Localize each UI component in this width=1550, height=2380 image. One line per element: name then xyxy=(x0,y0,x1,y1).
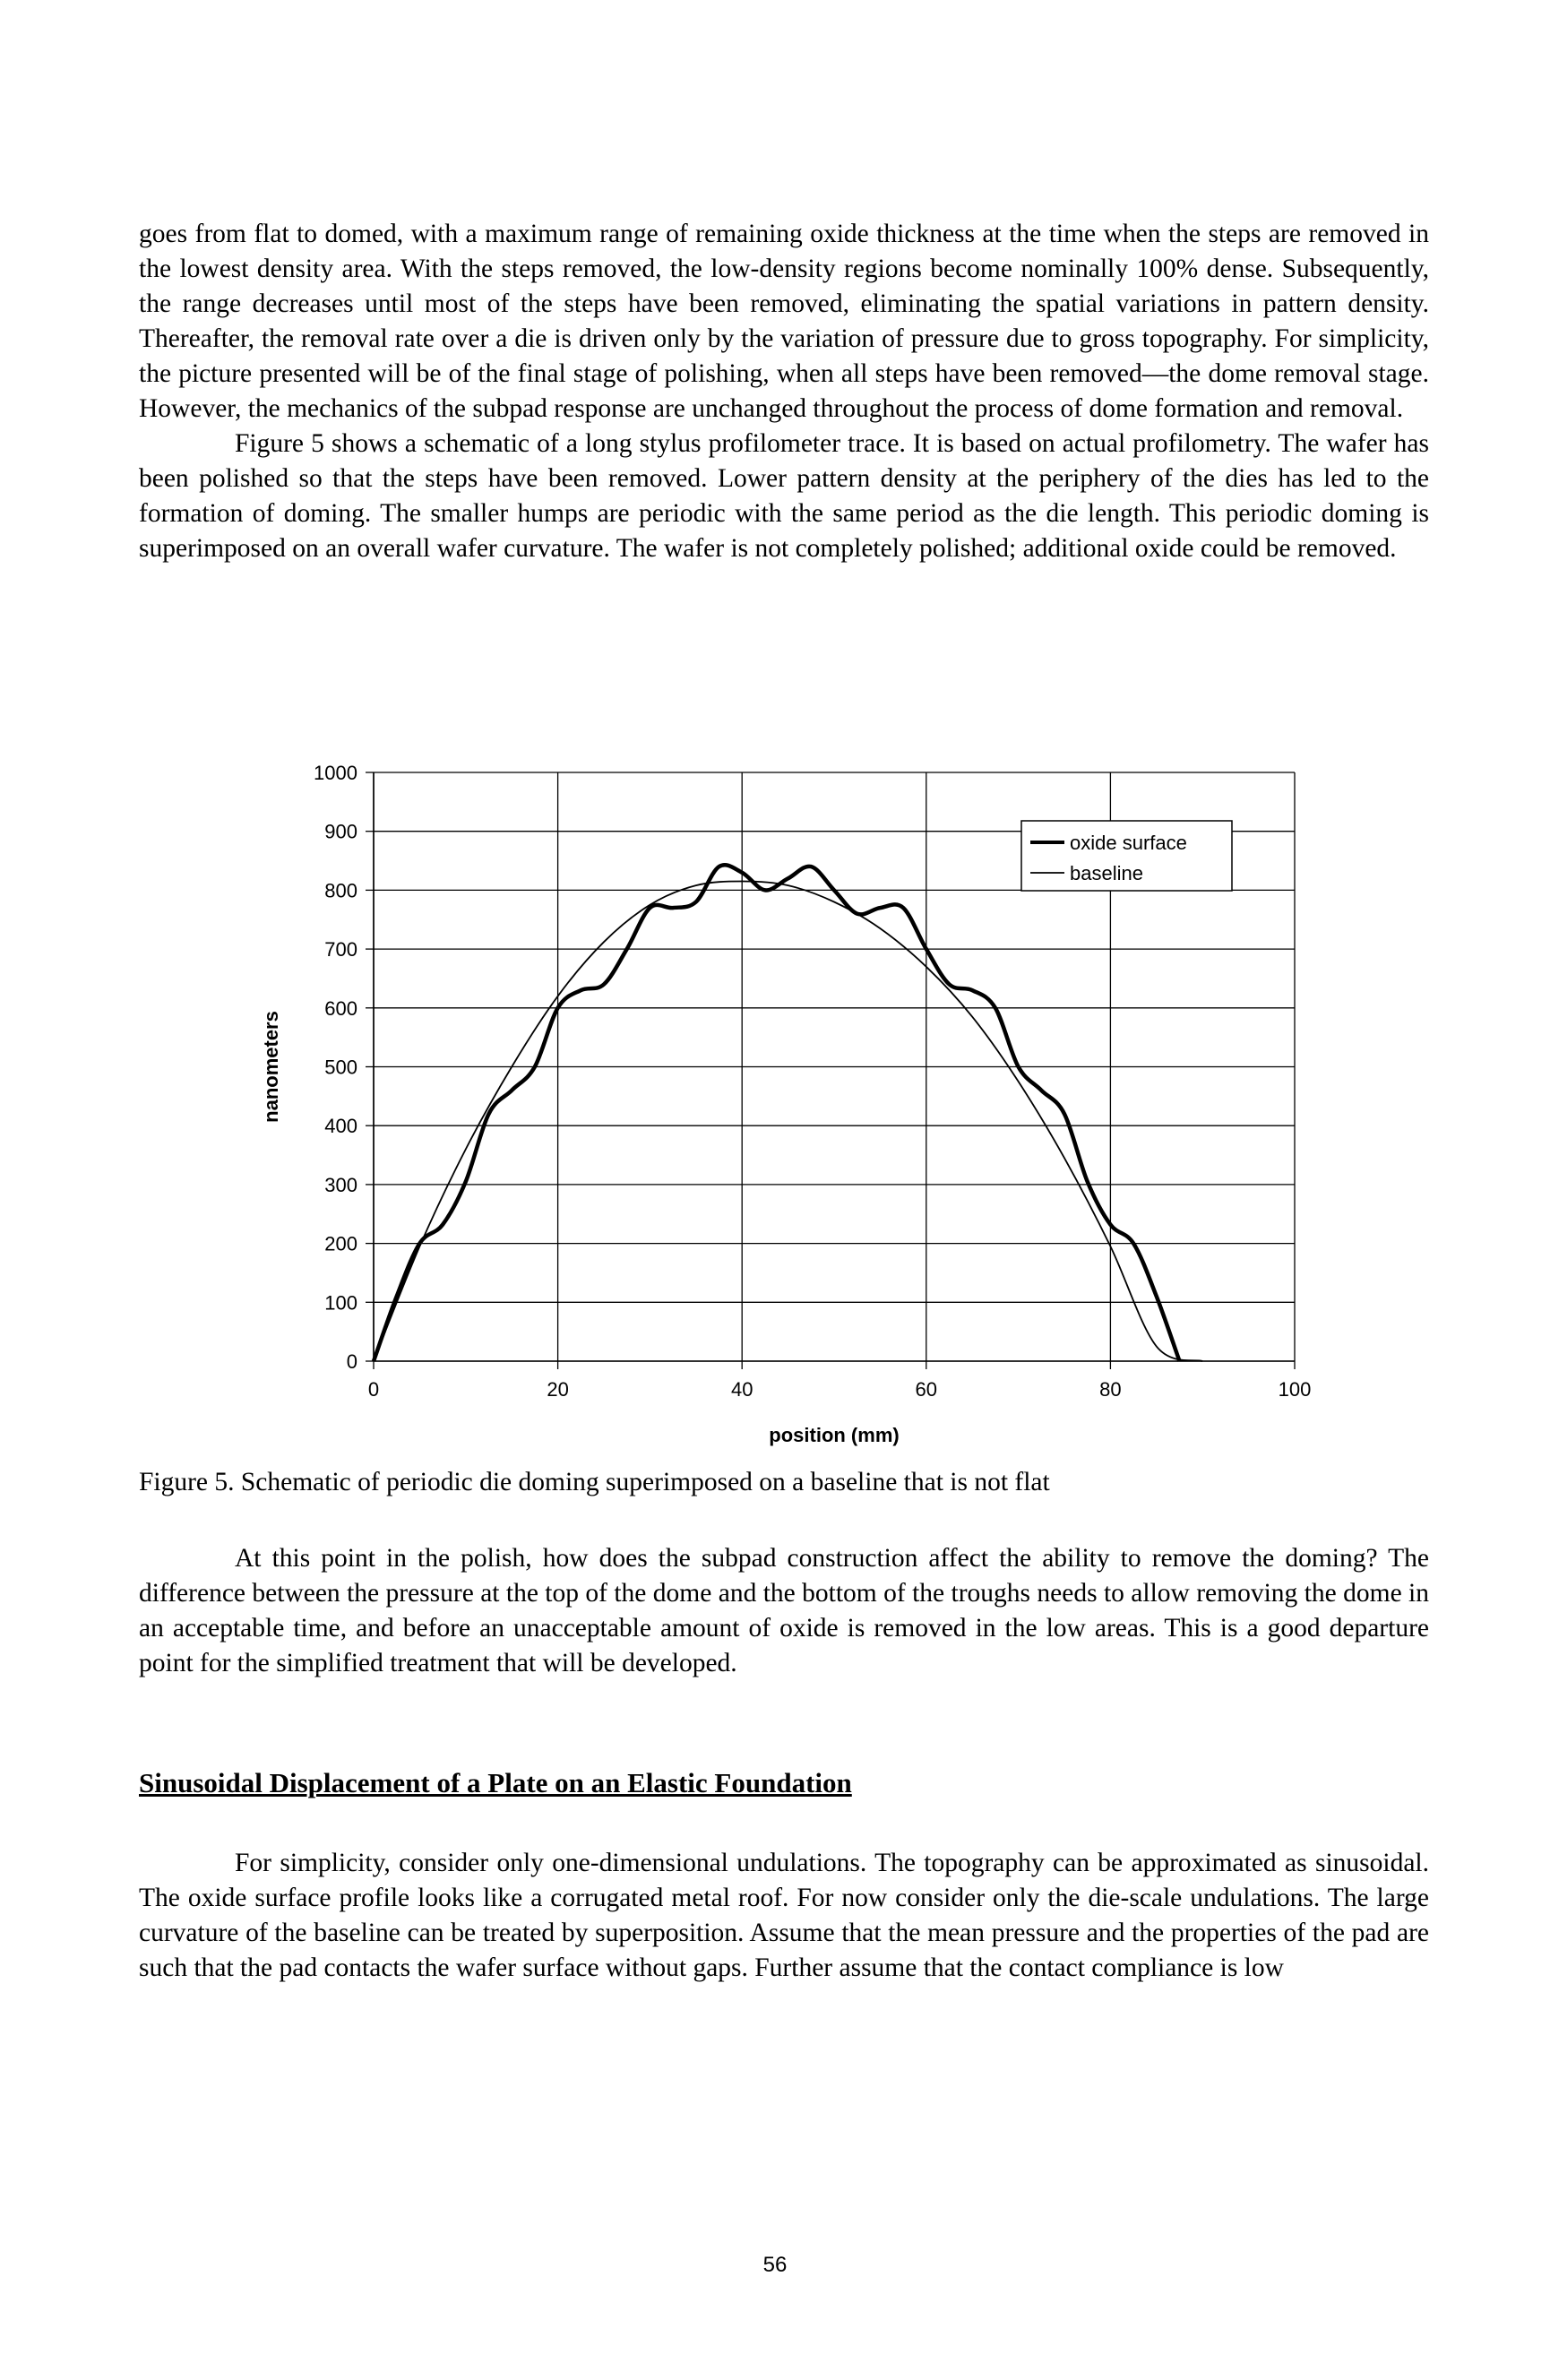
y-tick-label: 800 xyxy=(324,879,357,901)
x-tick-label: 100 xyxy=(1279,1378,1312,1401)
y-tick-label: 600 xyxy=(324,997,357,1020)
section-heading: Sinusoidal Displacement of a Plate on an… xyxy=(139,1767,852,1798)
x-axis-title: position (mm) xyxy=(769,1424,899,1446)
body-text-middle: At this point in the polish, how does th… xyxy=(139,1541,1429,1681)
legend-box xyxy=(1020,820,1233,892)
x-tick-label: 0 xyxy=(368,1378,379,1401)
paragraph-1: goes from flat to domed, with a maximum … xyxy=(139,220,1429,423)
y-tick-label: 700 xyxy=(324,938,357,961)
paragraph-2: Figure 5 shows a schematic of a long sty… xyxy=(139,429,1429,563)
body-text-top: goes from flat to domed, with a maximum … xyxy=(139,217,1429,566)
page-number: 56 xyxy=(762,2253,788,2277)
y-tick-label: 100 xyxy=(324,1291,357,1314)
y-tick-label: 300 xyxy=(324,1174,357,1196)
y-tick-label: 900 xyxy=(324,821,357,843)
y-tick-label: 500 xyxy=(324,1056,357,1079)
x-tick-label: 80 xyxy=(1099,1378,1121,1401)
y-tick-label: 200 xyxy=(324,1233,357,1255)
y-tick-label: 0 xyxy=(347,1350,357,1373)
y-tick-label: 1000 xyxy=(314,762,357,784)
x-tick-label: 40 xyxy=(731,1378,753,1401)
series-line-baseline xyxy=(373,880,1203,1362)
legend-label: oxide surface xyxy=(1070,832,1187,854)
paragraph-4: For simplicity, consider only one-dimens… xyxy=(139,1849,1429,1982)
y-tick-label: 400 xyxy=(324,1115,357,1137)
figure-caption: Figure 5. Schematic of periodic die domi… xyxy=(139,1468,1050,1496)
x-tick-label: 60 xyxy=(916,1378,937,1401)
paragraph-3: At this point in the polish, how does th… xyxy=(139,1544,1429,1677)
x-tick-label: 20 xyxy=(547,1378,568,1401)
figure-5-chart: 0 100 200 300 400 500 600 700 800 900 1000 0 20 40 60 8… xyxy=(260,762,1312,1446)
body-text-bottom: For simplicity, consider only one-dimens… xyxy=(139,1846,1429,1986)
legend-label: baseline xyxy=(1070,862,1143,884)
y-axis-title: nanometers xyxy=(260,1011,282,1123)
series-line-oxide-surface xyxy=(371,862,1182,1362)
